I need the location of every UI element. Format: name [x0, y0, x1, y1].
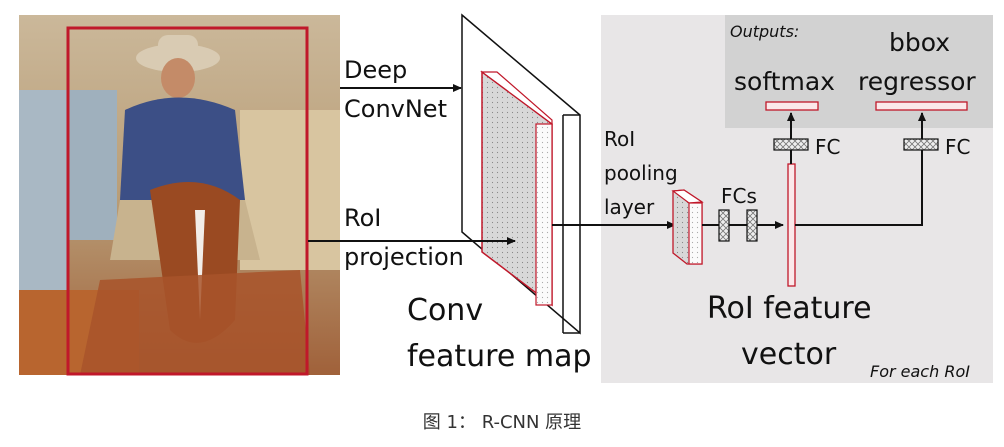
- label-convnet: ConvNet: [344, 95, 447, 123]
- label-regressor: regressor: [858, 67, 976, 96]
- softmax-output-vector: [765, 101, 819, 111]
- figure-caption: 图 1： R-CNN 原理: [422, 412, 582, 433]
- label-roi: RoI: [344, 204, 381, 232]
- fc-block-1: [718, 209, 730, 242]
- fc-bbox-block: [903, 138, 939, 151]
- roi-pooling-cuboid: [671, 189, 704, 265]
- label-bbox: bbox: [889, 28, 950, 57]
- label-for-each-roi: For each RoI: [870, 362, 970, 381]
- label-roi-pool-3: layer: [604, 195, 655, 219]
- label-roi-pool-2: pooling: [604, 161, 678, 185]
- bbox-branch-line: [795, 145, 923, 226]
- label-outputs: Outputs:: [730, 22, 799, 41]
- fc-block-2: [746, 209, 758, 242]
- label-fc-softmax: FC: [815, 135, 840, 159]
- roi-bounding-box: [66, 26, 309, 376]
- roi-projection-region: [480, 70, 553, 307]
- label-feature-map: feature map: [407, 339, 592, 374]
- label-softmax: softmax: [734, 67, 835, 96]
- label-vector: vector: [741, 337, 837, 372]
- label-roi-feature: RoI feature: [707, 291, 872, 326]
- roi-feature-vector: [787, 163, 796, 287]
- label-fcs: FCs: [721, 184, 757, 208]
- label-projection: projection: [344, 243, 464, 271]
- input-photo: [19, 15, 340, 375]
- bbox-output-vector: [875, 101, 968, 111]
- label-fc-bbox: FC: [945, 135, 970, 159]
- label-conv: Conv: [407, 293, 483, 328]
- label-roi-pool-1: RoI: [604, 127, 635, 151]
- fc-softmax-block: [773, 138, 809, 151]
- label-deep: Deep: [344, 56, 407, 84]
